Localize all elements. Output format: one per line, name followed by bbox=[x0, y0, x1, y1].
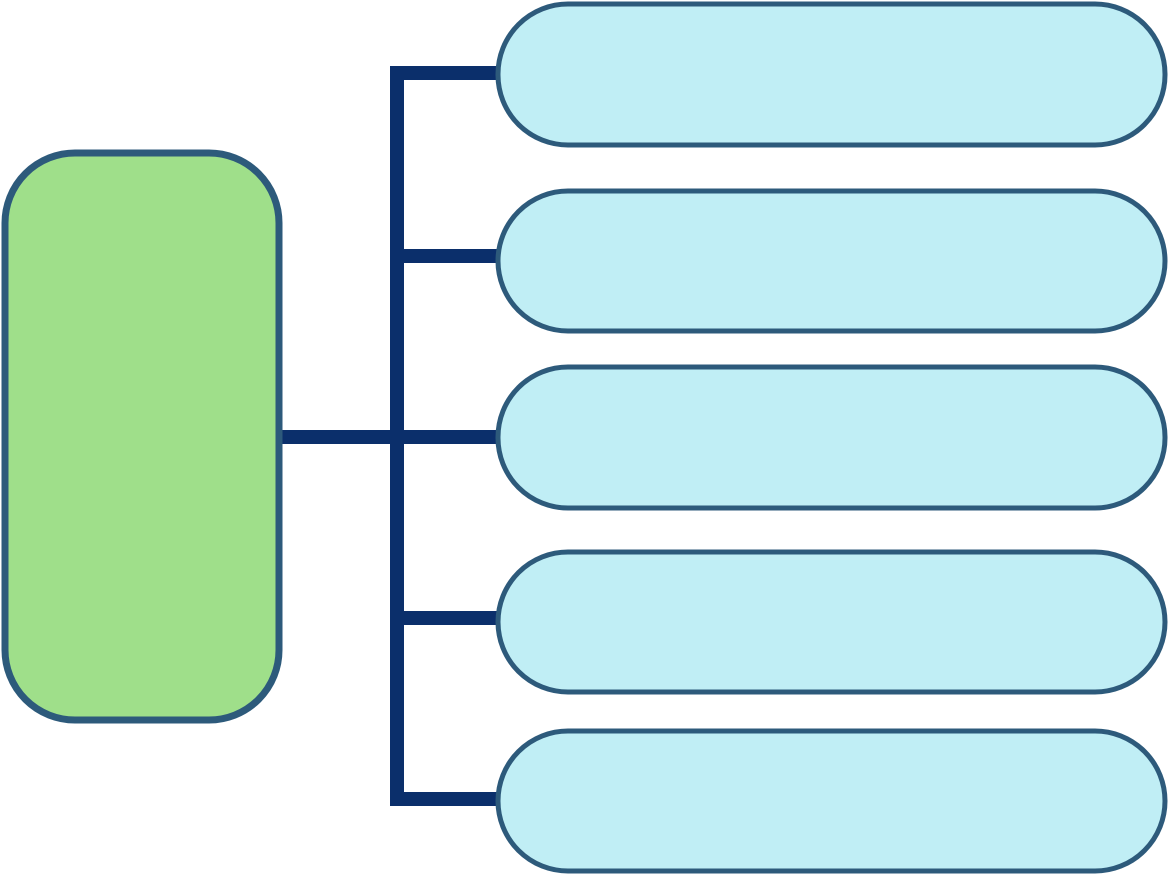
branch-node-5 bbox=[495, 728, 1168, 874]
branch-node-2-box bbox=[495, 188, 1168, 334]
branch-node-2 bbox=[495, 188, 1168, 334]
root-node-box bbox=[1, 149, 283, 724]
branch-node-1-box bbox=[495, 1, 1168, 148]
root-node bbox=[1, 149, 283, 724]
branch-node-5-box bbox=[495, 728, 1168, 874]
branch-node-3 bbox=[495, 364, 1168, 511]
branch-node-4 bbox=[495, 549, 1168, 695]
branch-node-4-box bbox=[495, 549, 1168, 695]
branch-nodes bbox=[495, 1, 1168, 874]
branch-node-1 bbox=[495, 1, 1168, 148]
branch-node-3-box bbox=[495, 364, 1168, 511]
connector-lines bbox=[280, 66, 500, 806]
